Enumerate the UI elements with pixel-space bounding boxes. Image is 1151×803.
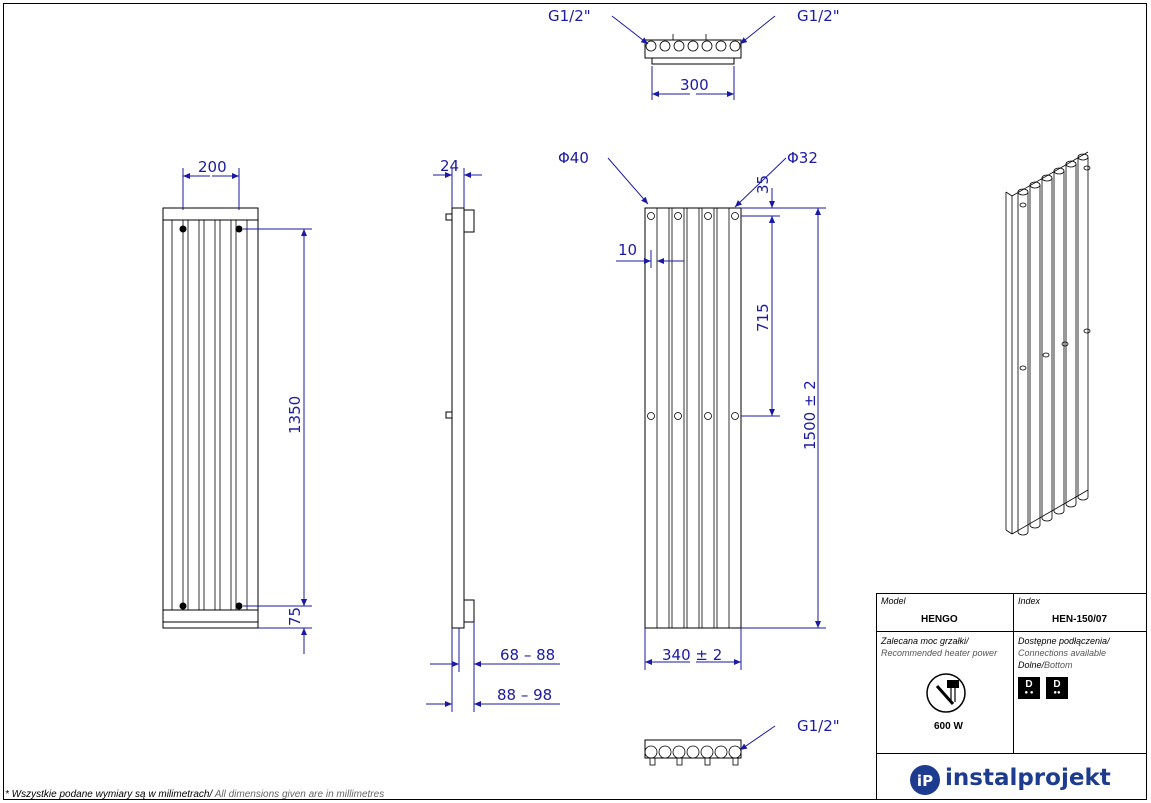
side-wall-1-label: 68 – 88 [500, 646, 555, 664]
bottom-view-g-label: G1/2" [797, 717, 840, 735]
bottom-view [644, 725, 776, 766]
model-value: HENGO [921, 614, 958, 625]
heater-icon [926, 673, 966, 713]
brand-cell: iP instalprojekt [877, 754, 1146, 799]
back-width-label: 340 ± 2 [662, 646, 722, 664]
connections-cell: Dostępne podłączenia/ Connections availa… [1014, 632, 1146, 754]
instalprojekt-logo-icon: iP [910, 765, 940, 795]
back-35-label: 35 [754, 175, 772, 194]
top-view [611, 15, 776, 100]
connection-badge-1-text: D [1025, 679, 1033, 690]
back-715-label: 715 [754, 303, 772, 332]
back-phi32-label: Φ32 [787, 149, 818, 167]
footnote-pl: * Wszystkie podane wymiary są w milimetr… [5, 789, 213, 800]
front-view [162, 168, 312, 654]
svg-text:iP: iP [917, 772, 933, 790]
model-label: Model [881, 596, 906, 606]
connection-badge-1-dots: ● ● [1024, 690, 1034, 696]
front-bottom-label: 75 [286, 607, 304, 626]
isometric-view [1005, 151, 1091, 536]
top-view-g1-label: G1/2" [548, 7, 591, 25]
back-height-label: 1500 ± 2 [801, 380, 819, 450]
index-value: HEN-150/07 [1052, 614, 1108, 625]
connection-badge-2-dots: ●● [1053, 690, 1061, 696]
connections-type-en: Bottom [1044, 660, 1073, 670]
title-block: Model HENGO Index HEN-150/07 Zalecana mo… [876, 593, 1147, 800]
dimensions-footnote: * Wszystkie podane wymiary są w milimetr… [5, 789, 384, 800]
top-view-width-label: 300 [680, 76, 709, 94]
heater-value: 600 W [934, 721, 963, 732]
front-height-label: 1350 [286, 396, 304, 434]
connections-label-pl: Dostępne podłączenia/ [1018, 636, 1110, 646]
back-10-label: 10 [618, 241, 637, 259]
brand-name: instalprojekt [945, 765, 1111, 791]
footnote-en: All dimensions given are in millimetres [212, 789, 385, 800]
side-depth-label: 24 [440, 157, 459, 175]
top-view-g2-label: G1/2" [797, 7, 840, 25]
side-view [426, 168, 560, 712]
connections-type: Dolne/Bottom [1018, 660, 1073, 670]
back-view [607, 157, 826, 670]
model-cell: Model HENGO [877, 594, 1014, 632]
index-label: Index [1018, 596, 1041, 606]
connection-badge-2: D ●● [1046, 677, 1068, 699]
connections-label-en: Connections available [1018, 648, 1107, 658]
heater-label-pl: Zalecana moc grzałki/ [881, 636, 969, 646]
side-wall-2-label: 88 – 98 [497, 686, 552, 704]
heater-label-en: Recommended heater power [881, 648, 998, 658]
back-phi40-label: Φ40 [558, 149, 589, 167]
connection-badge-1: D ● ● [1018, 677, 1040, 699]
connections-type-pl: Dolne/ [1018, 660, 1045, 670]
connection-badge-2-text: D [1053, 679, 1061, 690]
index-cell: Index HEN-150/07 [1014, 594, 1146, 632]
front-width-label: 200 [198, 158, 227, 176]
drawing-frame [3, 3, 1147, 800]
heater-cell: Zalecana moc grzałki/ Recommended heater… [877, 632, 1014, 754]
